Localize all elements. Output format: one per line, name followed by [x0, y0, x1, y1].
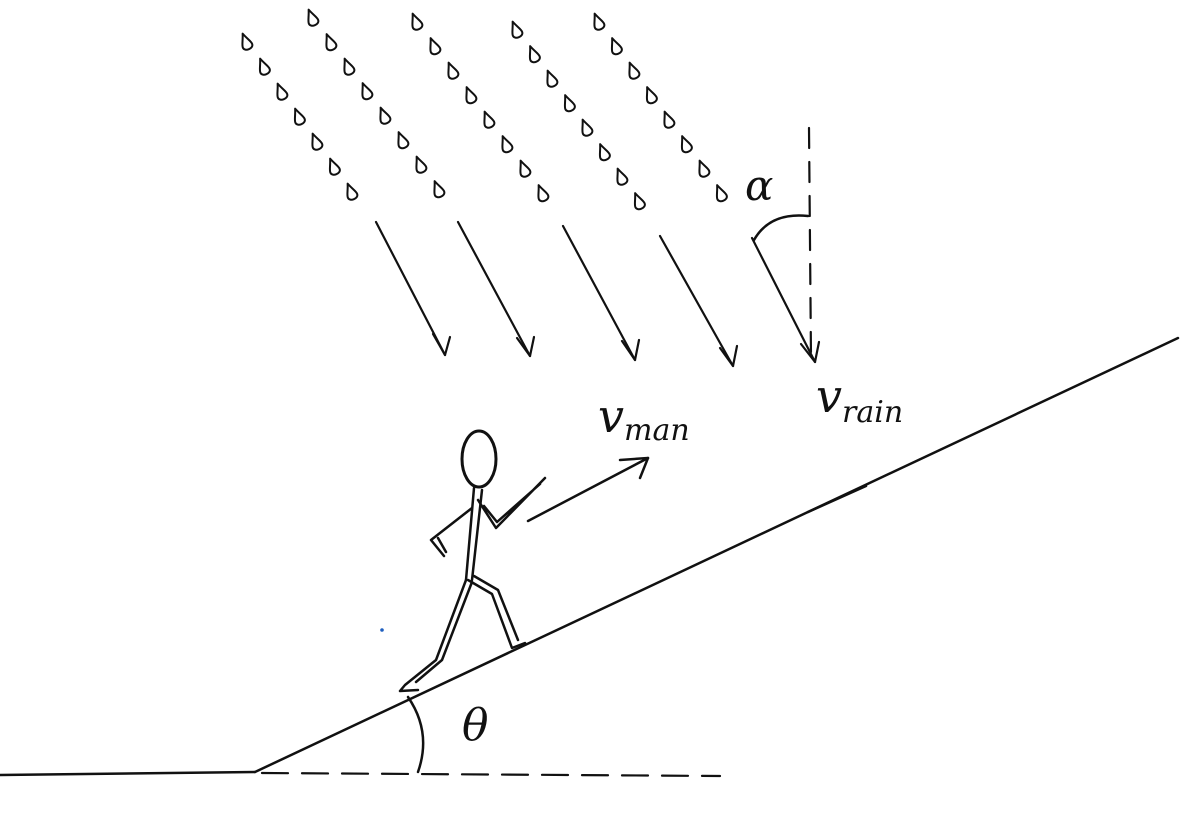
left-arm	[429, 506, 474, 558]
rain-drop	[307, 8, 320, 27]
rain-drop	[680, 135, 693, 154]
rain-arrows	[374, 220, 821, 368]
rain-drop	[483, 110, 496, 129]
rain-drop	[241, 32, 254, 51]
rain-drop	[293, 107, 306, 126]
incline-line	[253, 336, 1180, 774]
back-leg	[398, 578, 474, 693]
v-rain-subscript: rain	[842, 395, 903, 430]
ground-line	[0, 770, 257, 777]
rain-drop	[581, 118, 594, 137]
rain-drop	[325, 33, 338, 52]
rain-drop	[563, 94, 576, 113]
rain-arrow-3	[561, 224, 641, 362]
rain-drop	[610, 37, 623, 56]
v-rain-label: vrain	[816, 369, 903, 430]
rain-drop	[276, 82, 289, 101]
rain-drop	[519, 159, 532, 178]
rain-arrow-5	[750, 236, 821, 364]
theta-label: θ	[462, 700, 489, 751]
theta-angle-arc	[406, 695, 425, 774]
rain-drop	[447, 61, 460, 80]
rain-drop	[501, 135, 514, 154]
head	[460, 429, 498, 489]
rain-drop	[258, 57, 271, 76]
alpha-angle-arc	[752, 214, 810, 242]
rain-drop	[593, 12, 606, 31]
rain-drops	[241, 8, 728, 211]
rain-drop	[528, 45, 541, 64]
rain-drop	[698, 159, 711, 178]
rain-drop	[511, 20, 524, 39]
rain-drop	[715, 184, 728, 203]
rain-drop	[433, 180, 446, 199]
rain-drop	[628, 61, 641, 80]
rain-drop	[465, 86, 478, 105]
rain-arrow-4	[658, 234, 739, 368]
stray-dot	[380, 628, 384, 632]
right-arm	[476, 476, 547, 530]
rain-arrow-1	[374, 220, 452, 357]
rain-arrow-2	[456, 220, 536, 358]
rain-drop	[537, 184, 550, 203]
rain-drop	[598, 143, 611, 162]
ground-and-incline	[0, 336, 1180, 778]
rain-drop	[633, 192, 646, 211]
stick-figure-man	[398, 429, 547, 693]
rain-drop	[645, 86, 658, 105]
rain-drop	[379, 106, 392, 125]
v-rain-symbol: v	[816, 369, 842, 423]
rain-drop	[311, 132, 324, 151]
rain-drop	[663, 110, 676, 129]
v-man-symbol: v	[598, 389, 624, 443]
v-man-label: vman	[598, 389, 690, 448]
rain-drop	[361, 82, 374, 101]
rain-drop	[397, 131, 410, 150]
rain-drop	[616, 167, 629, 186]
rain-drop	[346, 182, 359, 201]
v-man-subscript: man	[624, 413, 690, 448]
rain-drop	[546, 69, 559, 88]
man-velocity-arrow	[526, 456, 650, 523]
horizontal-reference-dashed	[260, 771, 722, 778]
alpha-label: α	[745, 161, 773, 210]
rain-drop	[343, 57, 356, 76]
incline-smudge	[806, 484, 868, 514]
rain-drop	[415, 155, 428, 174]
rain-drop	[429, 37, 442, 56]
front-leg	[466, 574, 527, 650]
rain-drop	[411, 12, 424, 31]
vertical-reference-dashed	[807, 126, 813, 360]
rain-drop	[328, 157, 341, 176]
